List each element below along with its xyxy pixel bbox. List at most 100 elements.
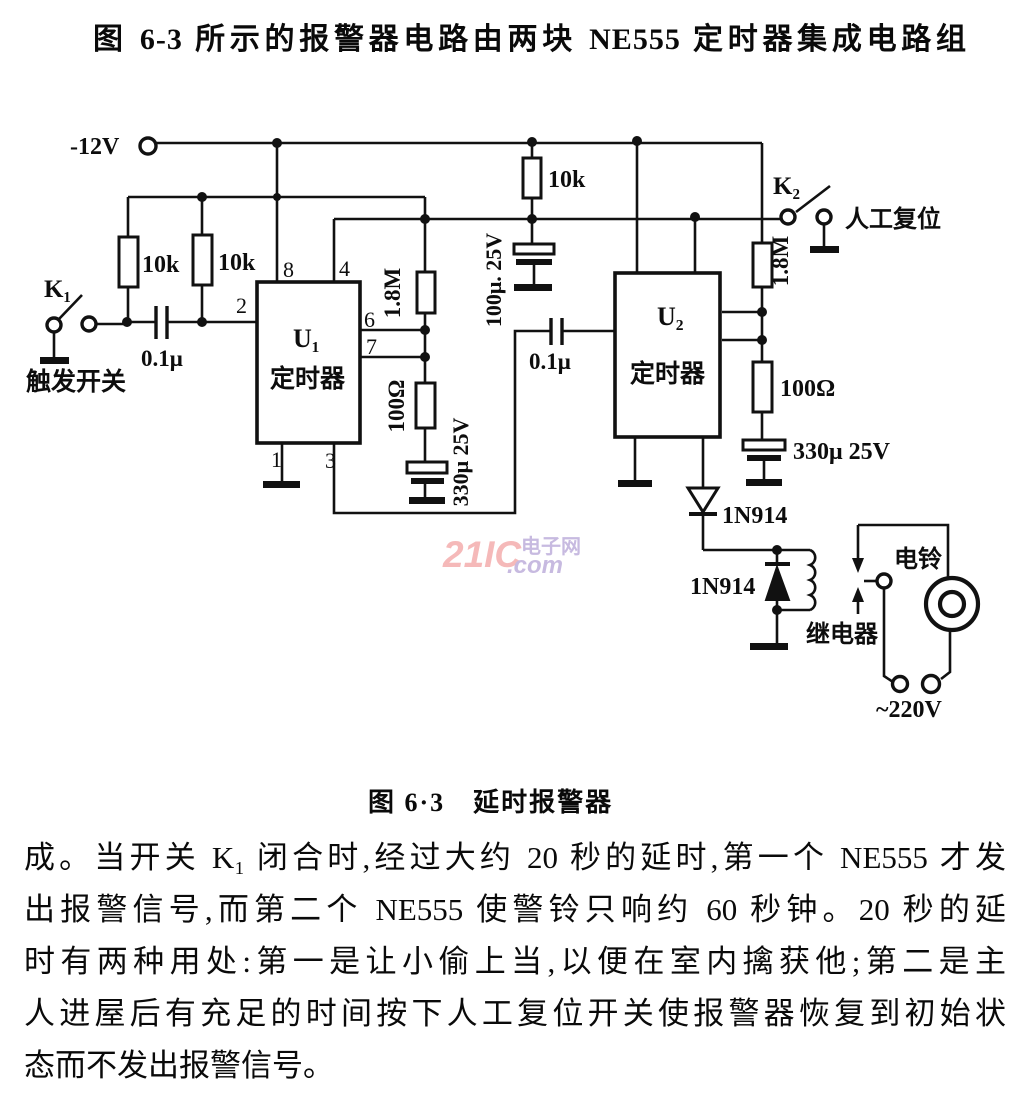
junction-dot: [420, 325, 430, 335]
k1-ground: [40, 357, 69, 364]
u2-type: 定时器: [630, 359, 706, 388]
junction-dot: [420, 352, 430, 362]
wire-right-chain: [760, 287, 766, 479]
resistor-10k-c: [521, 156, 543, 200]
r7-label: 100Ω: [780, 376, 835, 402]
bars: [40, 246, 839, 650]
cap-330u-left-plate: [405, 460, 449, 475]
junction-dot: [122, 317, 132, 327]
u1-type: 定时器: [270, 364, 346, 393]
c5-label: 330μ 25V: [793, 439, 891, 465]
watermark-brand: 21IC: [443, 534, 522, 575]
k1-pivot-terminal: [45, 316, 63, 334]
r6-label: 1.8M: [768, 235, 793, 286]
page-title: 图 6-3 所示的报警器电路由两块 NE555 定时器集成电路组: [93, 23, 967, 56]
pin4-label: 4: [339, 256, 350, 281]
junction-dot: [197, 192, 207, 202]
diode-1n914-flyback: [764, 563, 791, 601]
r4-label: 1.8M: [380, 267, 405, 318]
body-line: 出报警信号,而第二个 NE555 使警铃只响约 60 秒钟。20 秒的延: [24, 892, 1006, 927]
u1-pin1-ground: [263, 481, 300, 488]
junction-dot: [772, 545, 782, 555]
contact-arrow-lower: [852, 587, 864, 602]
mains-terminal-right: [920, 673, 942, 695]
circuit-labels: -12V K₁ 触发开关 10k 10k 10k 0.1μ 100μ. 25V …: [26, 134, 942, 723]
watermark: 21IC 电子网 .com: [443, 528, 603, 584]
wire-u1-pin3: [332, 329, 551, 515]
wire-k1: [52, 322, 127, 357]
pin7-label: 7: [366, 334, 377, 359]
bell-caption: 电铃: [894, 545, 942, 573]
resistor-10k-b: [191, 233, 214, 287]
component-bodies: [45, 136, 981, 695]
junction-dot: [527, 214, 537, 224]
cap-330u-left-bar: [411, 478, 444, 484]
d2-label: 1N914: [690, 574, 755, 600]
watermark-cn: 电子网: [521, 536, 581, 558]
k1-lever: [58, 294, 83, 320]
k1-label: K₁: [44, 276, 71, 303]
u2-box: [613, 271, 722, 439]
junction-dot: [632, 136, 642, 146]
body-line: 人进屋后有充足的时间按下人工复位开关使报警器恢复到初始状: [24, 996, 1006, 1031]
d2-ground: [750, 643, 788, 650]
junction-dot: [273, 193, 281, 201]
contact-arrow-upper: [852, 558, 864, 573]
resistor-100ohm-left: [414, 381, 437, 430]
wire-d2: [775, 550, 810, 643]
u1-box: [255, 280, 362, 445]
r3-label: 10k: [548, 167, 586, 193]
wire-term-left: [882, 588, 894, 684]
cap-330u-right-plate: [741, 438, 787, 452]
k1-contact-terminal: [80, 315, 98, 333]
junction-dot: [757, 307, 767, 317]
diodes: [685, 486, 864, 602]
pin1-label: 1: [271, 447, 282, 472]
k2-label: K₂: [773, 173, 800, 200]
diode-1n914-output: [685, 486, 721, 515]
resistor-10k-a: [117, 235, 140, 289]
u1-name: U₁: [293, 324, 320, 353]
power-label: -12V: [70, 134, 120, 160]
cap-100u-ground: [514, 284, 552, 291]
relay-contact-terminal: [875, 572, 893, 590]
cap-330u-left-ground: [409, 497, 445, 504]
junction-dot: [527, 137, 537, 147]
c2-label: 100μ. 25V: [481, 233, 506, 327]
c1-label: 0.1μ: [141, 346, 183, 371]
c4-plates: [549, 318, 564, 345]
body-paragraph: 成。当开关 K₁ 闭合时,经过大约 20 秒的延时,第一个 NE555 才发 出…: [24, 832, 1006, 1092]
watermark-com: .com: [507, 552, 564, 579]
cap-330u-right-bar: [747, 455, 781, 461]
junction-dot: [772, 605, 782, 615]
pin2-label: 2: [236, 293, 247, 318]
body-line: 时有两种用处:第一是让小偷上当,以便在室内擒获他;第二是主: [24, 944, 1006, 979]
c3-label: 330μ 25V: [448, 417, 473, 506]
mains-terminal-left: [890, 674, 910, 694]
resistor-18m-right: [751, 241, 774, 289]
junction-dot: [757, 335, 767, 345]
c4-label: 0.1μ: [529, 349, 571, 374]
junction-dot: [690, 212, 700, 222]
junction-dot: [197, 317, 207, 327]
u2-ground: [618, 480, 652, 487]
junction-dot: [272, 138, 282, 148]
cap-100u-plate: [512, 242, 556, 256]
wire-d1-out: [701, 515, 810, 552]
junction-dots: [122, 136, 782, 615]
resistor-18m-left: [415, 270, 437, 315]
wire-u2-pins67: [722, 310, 762, 342]
k2-ground: [810, 246, 839, 253]
d1-label: 1N914: [722, 503, 787, 529]
mains-label: ~220V: [876, 697, 942, 723]
relay-coil: [806, 548, 817, 612]
c1-plates: [154, 306, 169, 339]
wire-term-right: [940, 630, 952, 681]
r2-label: 10k: [218, 250, 256, 276]
wire-u1-pins67: [360, 328, 425, 359]
relay-caption: 继电器: [806, 620, 879, 648]
k2-caption: 人工复位: [845, 205, 941, 233]
wires: [52, 140, 952, 684]
terminal-12v: [138, 136, 158, 156]
